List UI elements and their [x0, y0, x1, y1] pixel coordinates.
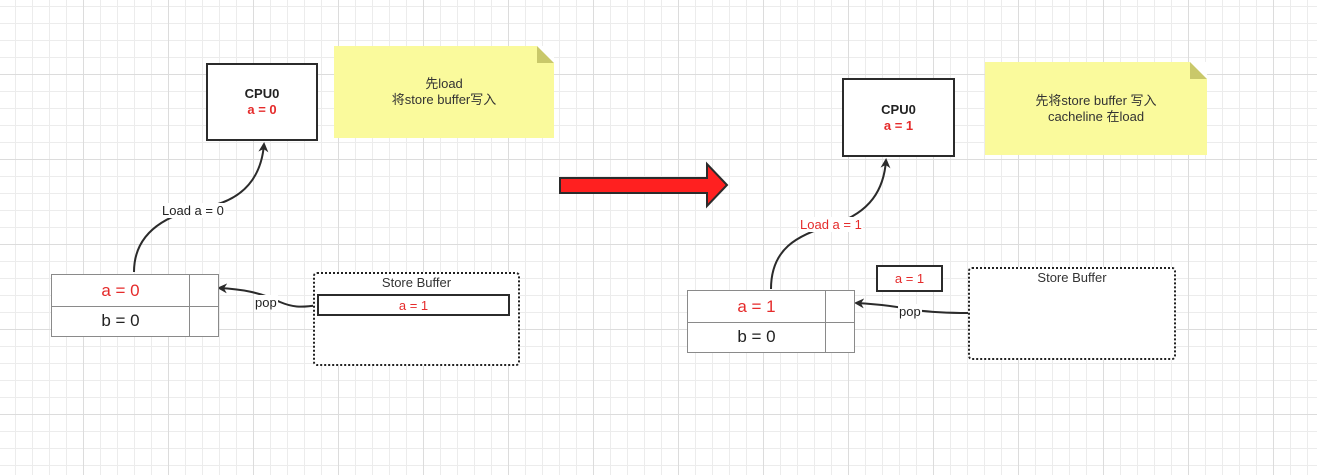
pop-label-right: pop: [898, 304, 922, 319]
cache-cell: a = 0: [52, 275, 190, 306]
cache-row: b = 0: [688, 322, 854, 352]
cache-cell-side: [826, 291, 854, 322]
right-arrow-icon: [559, 161, 729, 209]
pop-label-left: pop: [254, 295, 278, 310]
cache-cell: b = 0: [688, 322, 826, 352]
store-buffer-title: Store Buffer: [381, 275, 452, 290]
cache-row: a = 1: [688, 291, 854, 323]
store-buffer-right: Store Buffer: [968, 267, 1176, 360]
store-buffer-left: Store Buffer: [313, 272, 520, 366]
cache-row: b = 0: [52, 306, 218, 336]
cache-cell: a = 1: [688, 291, 826, 322]
load-label-left: Load a = 0: [161, 203, 225, 218]
note-fold-icon: [1190, 62, 1207, 79]
note-left: 先load 将store buffer写入: [334, 46, 554, 138]
note-line-2: cacheline 在load: [1047, 108, 1145, 124]
cache-cell-side: [826, 322, 854, 352]
cache-cell-side: [190, 275, 218, 306]
cache-row: a = 0: [52, 275, 218, 307]
cacheline-table-right: a = 1 b = 0: [687, 290, 855, 353]
pop-edge-left: [217, 283, 319, 308]
store-buffer-entry: a = 1: [317, 294, 510, 316]
cpu0-box-right: CPU0 a = 1: [842, 78, 955, 157]
store-buffer-title: Store Buffer: [1037, 270, 1107, 285]
popped-entry: a = 1: [876, 265, 943, 292]
note-right: 先将store buffer 写入 cacheline 在load: [985, 62, 1207, 155]
load-label-right: Load a = 1: [799, 217, 863, 232]
note-fold-icon: [537, 46, 554, 63]
cache-cell: b = 0: [52, 306, 190, 336]
cpu-value: a = 1: [883, 117, 914, 133]
note-line-2: 将store buffer写入: [391, 92, 497, 107]
note-line-1: 先将store buffer 写入: [1035, 92, 1157, 108]
cache-cell-side: [190, 306, 218, 336]
cpu-title: CPU0: [244, 86, 280, 101]
cacheline-table-left: a = 0 b = 0: [51, 274, 219, 337]
note-line-1: 先load: [425, 76, 463, 91]
cpu-title: CPU0: [881, 101, 916, 117]
cpu0-box-left: CPU0 a = 0: [206, 63, 318, 141]
cpu-value: a = 0: [247, 102, 277, 117]
